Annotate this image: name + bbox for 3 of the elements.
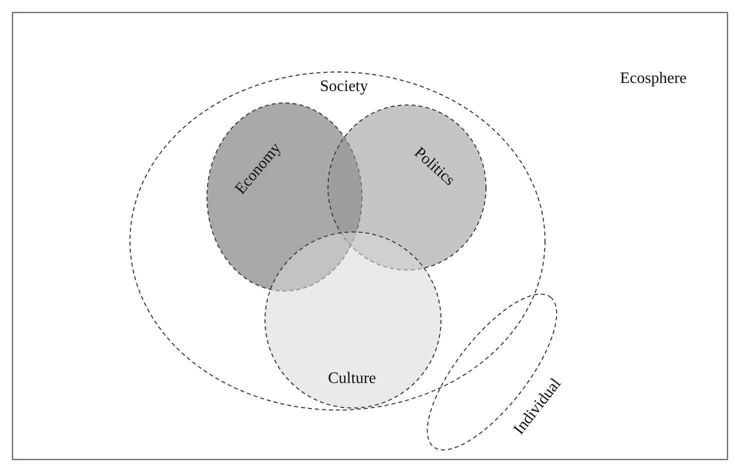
region-label: Ecosphere [620,70,687,88]
region-label: Society [320,78,368,96]
region-label: Culture [328,370,376,388]
